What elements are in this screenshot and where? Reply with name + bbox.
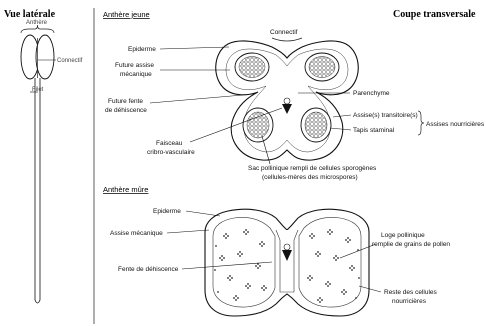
young-sac-bottom-right-inner <box>305 112 327 138</box>
young-assises-brace <box>418 111 424 135</box>
young-future-fente-label-2: de déhiscence <box>105 107 147 114</box>
young-epiderme-label: Epiderme <box>128 46 156 53</box>
young-connectif-label: Connectif <box>270 29 298 36</box>
young-connectif-brace <box>272 38 302 41</box>
mature-loge-label-2: remplie de grains de pollen <box>372 241 450 248</box>
side-anthere-label: Anthère <box>26 20 48 26</box>
young-sac-bottom-left-inner <box>247 112 269 138</box>
young-tapis-label: Tapis staminal <box>353 127 395 134</box>
young-future-assise-label-2: mécanique <box>120 71 152 78</box>
side-filet-label: Filet <box>32 87 44 93</box>
side-filet-shape <box>35 78 40 303</box>
young-faisceau-xylem <box>284 98 290 104</box>
young-sac-label-1: Sac pollinique rempli de cellules sporog… <box>248 165 377 172</box>
side-connectif-label: Connectif <box>57 58 83 64</box>
mature-assise-leader <box>167 230 209 233</box>
side-view-title: Vue latérale <box>4 9 56 20</box>
young-anther <box>216 41 359 160</box>
mature-reste-label-1: Reste des cellules <box>384 289 437 296</box>
young-sac-top-left-inner <box>239 57 265 78</box>
young-anther-title: Anthère jeune <box>103 10 150 19</box>
young-faisceau-label-1: Faisceau <box>156 140 183 147</box>
cross-section-title: Coupe transversale <box>393 9 476 20</box>
mature-epiderme-leader <box>186 211 220 216</box>
young-sac-label-2: (cellules-mères des microspores) <box>262 174 358 181</box>
mature-fente-label: Fente de déhiscence <box>118 266 179 273</box>
mature-anther-title: Anthère mûre <box>103 185 148 194</box>
side-anther-lobe-right <box>36 35 54 79</box>
young-future-assise-label-1: Future assise <box>115 62 154 69</box>
young-parenchyme-label: Parenchyme <box>353 90 390 97</box>
young-faisceau-label-2: cribro-vasculaire <box>147 149 195 156</box>
side-view: Vue latérale Anthère Connectif Filet <box>4 8 94 324</box>
young-future-fente-label-1: Future fente <box>108 98 143 105</box>
young-assises-nourricieres-label: Assises nourricières <box>426 121 485 128</box>
mature-assise-label: Assise mécanique <box>110 230 163 237</box>
young-sac-top-right-inner <box>309 57 335 78</box>
young-future-fente-leader <box>150 95 243 103</box>
mature-anther <box>205 209 369 316</box>
young-assises-transitoires-label: Assise(s) transitoire(s) <box>353 112 418 119</box>
mature-loge-label-1: Loge pollinique <box>381 232 425 239</box>
mature-loge-right <box>299 217 361 307</box>
mature-faisceau-xylem <box>284 244 290 250</box>
side-anthere-brace <box>21 25 54 33</box>
young-epiderme-leader <box>160 47 229 49</box>
mature-epiderme-label: Epiderme <box>153 208 181 215</box>
mature-reste-label-2: nourricières <box>392 298 427 305</box>
